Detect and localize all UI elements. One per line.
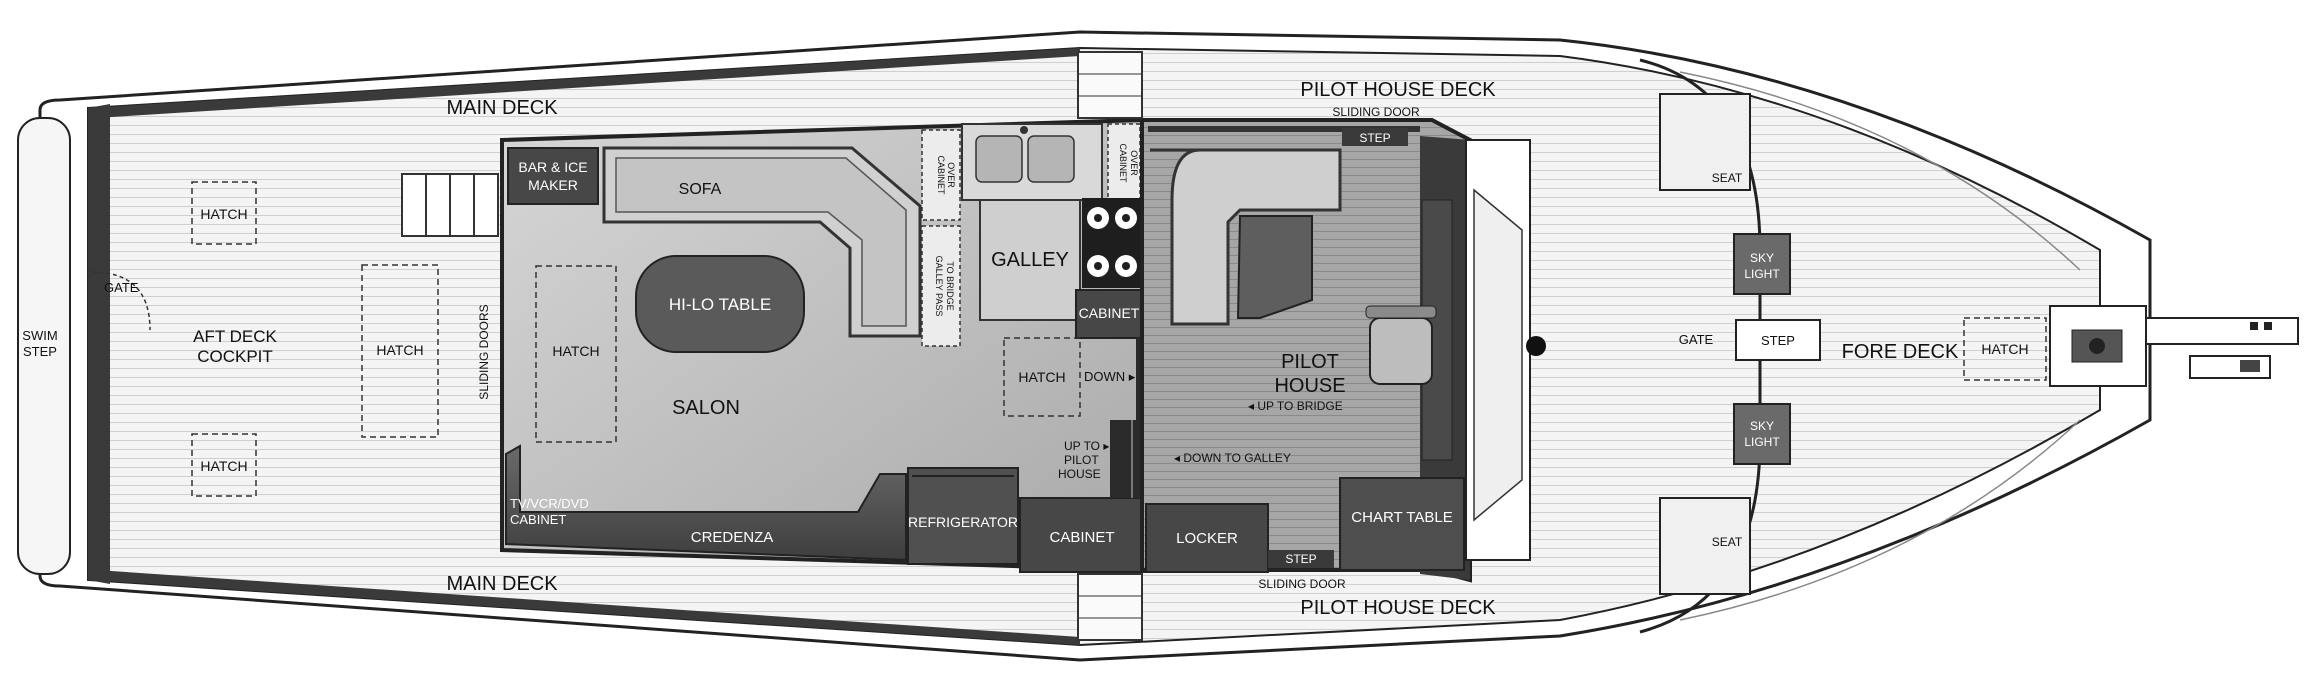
hatch-galley [1003,337,1081,417]
cabinet-bottom [1019,497,1145,573]
galley-cabinet-label: CABINET [1079,305,1140,321]
pilot-house-label-2: HOUSE [1274,375,1345,397]
side-steps-bottom [1077,573,1143,641]
hatch-mid-label: HATCH [376,342,423,358]
sky-light-bottom-label: SKY [1750,419,1774,433]
seat-top-label: SEAT [1712,171,1743,185]
helm-chair [1369,317,1433,385]
bar-ice-maker [507,147,599,205]
pilot-house-seat [1150,148,1342,326]
seat-top [1659,93,1751,191]
step-bottom-label: STEP [1285,552,1316,566]
helm-chair-back [1365,305,1437,319]
up-to-pilot-house-label-2: PILOT [1064,453,1099,467]
hatch-galley-label: HATCH [1018,369,1065,385]
swim-step-label: SWIM [22,328,57,343]
down-to-galley-label: ◂ DOWN TO GALLEY [1174,451,1291,465]
bowsprit [2145,317,2299,379]
hatch-aft-top-label: HATCH [200,206,247,222]
galley-pass [921,225,961,347]
hatch-aft-bottom [191,433,257,497]
sofa [602,146,922,338]
hatch-salon [535,265,617,443]
credenza [505,444,907,562]
pilot-house-label: PILOT [1281,351,1339,373]
chart-table-label: CHART TABLE [1351,509,1452,526]
sliding-door-top-label: SLIDING DOOR [1332,105,1420,119]
sky-light-bottom [1733,403,1791,465]
windlass [2049,305,2147,387]
sky-light-top-label: SKY [1750,251,1774,265]
galley-pass-label-2: TO BRIDGE [945,261,955,310]
gate-aft-label: GATE [104,280,139,295]
gate-fore-label: GATE [1679,332,1714,347]
galley-label: GALLEY [991,249,1069,271]
aft-deck-label-2: COCKPIT [197,347,273,366]
step-top-label: STEP [1359,131,1390,145]
galley-pass-label: GALLEY PASS [934,256,944,317]
down-label: DOWN ▸ [1084,369,1136,384]
sky-light-bottom-label-2: LIGHT [1744,435,1780,449]
tv-cabinet-label-2: CABINET [510,512,566,527]
tv-cabinet-label: TV/VCR/DVD [510,496,589,511]
sky-light-top-label-2: LIGHT [1744,267,1780,281]
ladder [401,173,499,237]
step-top [1342,128,1408,146]
hatch-fore [1963,317,2047,381]
credenza-label: CREDENZA [691,529,774,546]
swim-step [17,117,71,575]
bar-ice-maker-label-2: MAKER [528,177,578,193]
hatch-fore-label: HATCH [1981,341,2028,357]
locker-label: LOCKER [1176,530,1238,547]
cabinet-over-right-label-2: OVER [1129,150,1139,176]
compass-icon [1526,336,1546,356]
sliding-door-bottom-label: SLIDING DOOR [1258,577,1346,591]
seat-bottom-label: SEAT [1712,535,1743,549]
salon-label: SALON [672,397,740,419]
sofa-label: SOFA [679,181,722,198]
cabinet-bottom-label: CABINET [1049,529,1114,546]
chart-table [1339,477,1465,571]
main-deck-bottom-label: MAIN DECK [446,573,558,595]
refrigerator [907,467,1019,565]
aft-deck-label: AFT DECK [193,327,277,346]
galley-cabinet [1075,289,1143,339]
main-deck-top-label: MAIN DECK [446,97,558,119]
cabinet-over-right-label: CABINET [1118,143,1128,183]
up-to-pilot-house-label-3: HOUSE [1058,467,1101,481]
up-to-pilot-house-label: UP TO ▸ [1064,439,1109,453]
console [1420,136,1531,580]
step-bottom [1268,550,1334,568]
fore-deck-label: FORE DECK [1842,341,1959,363]
locker [1145,503,1269,573]
hatch-salon-label: HATCH [552,343,599,359]
stove [1082,198,1142,288]
side-steps-top [1077,51,1143,119]
hatch-aft-top [191,181,257,245]
hatch-mid [361,264,439,438]
hatch-aft-bottom-label: HATCH [200,458,247,474]
galley-counter [961,123,1103,321]
seat-bottom [1659,497,1751,595]
pilot-house-deck-bottom-label: PILOT HOUSE DECK [1300,597,1496,619]
step-fore-label: STEP [1761,333,1795,348]
cabinet-over-left-label: CABINET [936,155,946,195]
sky-light-top [1733,233,1791,295]
hi-lo-table [635,255,805,353]
up-to-bridge-label: ◂ UP TO BRIDGE [1248,399,1343,413]
swim-step-label-2: STEP [23,344,57,359]
step-fore [1735,319,1821,361]
refrigerator-label: REFRIGERATOR [908,514,1018,530]
sliding-doors-label: SLIDING DOORS [477,304,491,399]
cabinet-over-left-label-2: OVER [946,162,956,188]
bar-ice-maker-label: BAR & ICE [518,159,587,175]
cabinet-over-left [921,129,961,221]
pilot-house-deck-top-label: PILOT HOUSE DECK [1300,79,1496,101]
hi-lo-table-label: HI-LO TABLE [669,295,771,314]
